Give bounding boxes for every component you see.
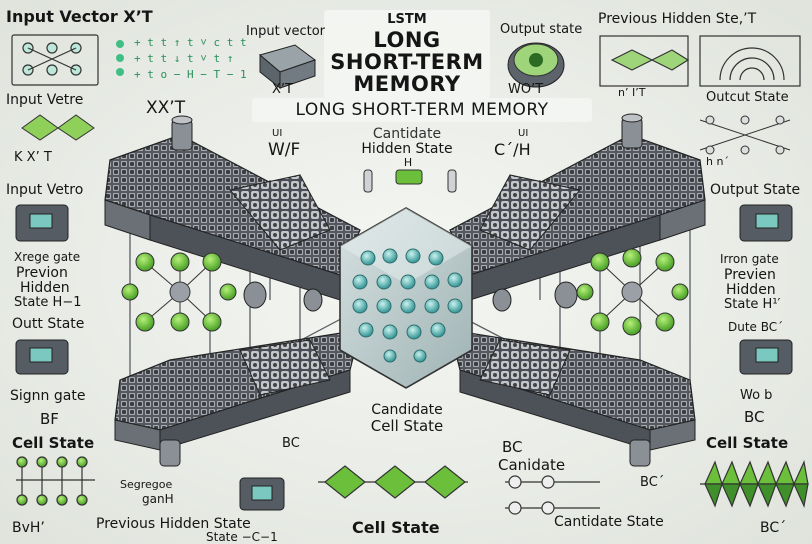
label-bvh: BvH’ bbox=[12, 520, 45, 536]
label-ui-left: UI bbox=[272, 128, 282, 139]
center-green-token bbox=[396, 170, 422, 184]
arm-upper-right bbox=[450, 135, 705, 300]
label-previon-2: Hidden bbox=[20, 280, 70, 296]
label-candidate-hidden-1: Cantidate bbox=[332, 126, 482, 142]
input-grid-box bbox=[12, 35, 98, 85]
label-bf: BF bbox=[40, 410, 59, 428]
label-candidate-cell-2: Cell State bbox=[344, 417, 470, 435]
label-input-vetre: Input Vetre bbox=[6, 92, 83, 108]
label-output-state-top: Output state bbox=[500, 22, 582, 37]
label-h-n: h n´ bbox=[706, 155, 729, 168]
green-node-cluster-right bbox=[577, 249, 688, 335]
label-cell-state-bottom: Cell State bbox=[352, 518, 440, 537]
label-input-vetro: Input Vetro bbox=[6, 182, 83, 198]
title-line2: SHORT-TERM bbox=[324, 52, 490, 73]
label-h-small: H bbox=[398, 156, 418, 169]
label-outt-state: Outt State bbox=[12, 316, 84, 332]
label-output-state-mid: Output State bbox=[710, 182, 800, 198]
label-wf: W/F bbox=[268, 140, 300, 160]
label-kxt: K X’ T bbox=[14, 150, 52, 165]
label-segregoe: Segregoe bbox=[120, 478, 172, 491]
cell-state-diamonds bbox=[318, 466, 468, 498]
label-xt-center: X’T bbox=[272, 82, 293, 97]
arm-lower-left bbox=[115, 330, 360, 450]
grid-row-3: + t o − H − T − 1 bbox=[134, 68, 247, 81]
label-previen-2: Hidden bbox=[726, 282, 776, 298]
cell-state-chain-left bbox=[16, 457, 95, 505]
candidate-state-chain bbox=[505, 476, 600, 514]
central-cell bbox=[340, 208, 472, 388]
label-sign-gate: Signn gate bbox=[10, 388, 85, 404]
label-dute-bc: Dute BC´ bbox=[728, 320, 783, 334]
title-lstm: LSTM bbox=[324, 12, 490, 27]
output-state-eye bbox=[508, 43, 564, 87]
title-line1: LONG bbox=[324, 30, 490, 51]
label-ui-right: UI bbox=[518, 128, 528, 139]
label-bc-bottom: BC´ bbox=[760, 520, 786, 536]
label-n-it: n’ I’T bbox=[618, 86, 645, 99]
label-bc-right-mid: BC bbox=[502, 438, 523, 456]
cell-state-wave-right bbox=[700, 462, 808, 506]
label-ch: C´/H bbox=[494, 140, 531, 159]
label-prev-hidden-top: Previous Hidden Ste,’T bbox=[598, 11, 756, 27]
arm-lower-right bbox=[450, 330, 695, 450]
subtitle: LONG SHORT-TERM MEMORY bbox=[252, 100, 592, 120]
label-previon-1: Previon bbox=[16, 265, 68, 281]
label-xrege-gate: Xrege gate bbox=[14, 250, 80, 264]
label-cell-state-right: Cell State bbox=[706, 434, 788, 452]
grid-row-2: + t t ↓ t ˅ t ↑ bbox=[134, 52, 233, 66]
green-node-cluster-left bbox=[122, 253, 236, 331]
grid-row-1: + t t ↑ t ˅ c t t bbox=[134, 36, 247, 50]
label-candidate-cell-1: Candidate bbox=[344, 402, 470, 418]
label-canidate: Canidate bbox=[498, 456, 565, 474]
output-state-node-grid bbox=[700, 116, 790, 154]
label-xt-left: XX’T bbox=[146, 98, 185, 118]
label-cell-state-left: Cell State bbox=[12, 434, 94, 452]
label-candidate-hidden-2: Hidden State bbox=[332, 141, 482, 157]
arm-upper-left bbox=[105, 135, 360, 300]
input-vetre-leaf bbox=[22, 115, 94, 140]
title-line3: MEMORY bbox=[324, 74, 490, 95]
prev-hidden-box bbox=[600, 36, 800, 86]
label-cantidate-state: Cantidate State bbox=[554, 514, 664, 530]
label-wot: WO’T bbox=[508, 82, 543, 97]
label-ganh: ganH bbox=[142, 492, 174, 506]
label-output-state-right: Outcut State bbox=[706, 90, 789, 105]
label-previon-3: State H−1 bbox=[14, 295, 81, 310]
grid-dots bbox=[116, 40, 124, 76]
label-bc-right: BC bbox=[744, 408, 765, 426]
label-previen-1: Previen bbox=[724, 267, 776, 283]
label-input-vector-x: Input Vector X’T bbox=[6, 7, 153, 26]
label-bc-left-mid: BC bbox=[282, 436, 300, 451]
label-previen-3: State H¹′ bbox=[724, 297, 780, 312]
label-input-vector-top: Input vector bbox=[246, 24, 325, 39]
label-wo-b: Wo b bbox=[740, 388, 772, 403]
label-bc-small: BC´ bbox=[640, 475, 664, 490]
label-irron-gate: Irron gate bbox=[720, 252, 779, 266]
